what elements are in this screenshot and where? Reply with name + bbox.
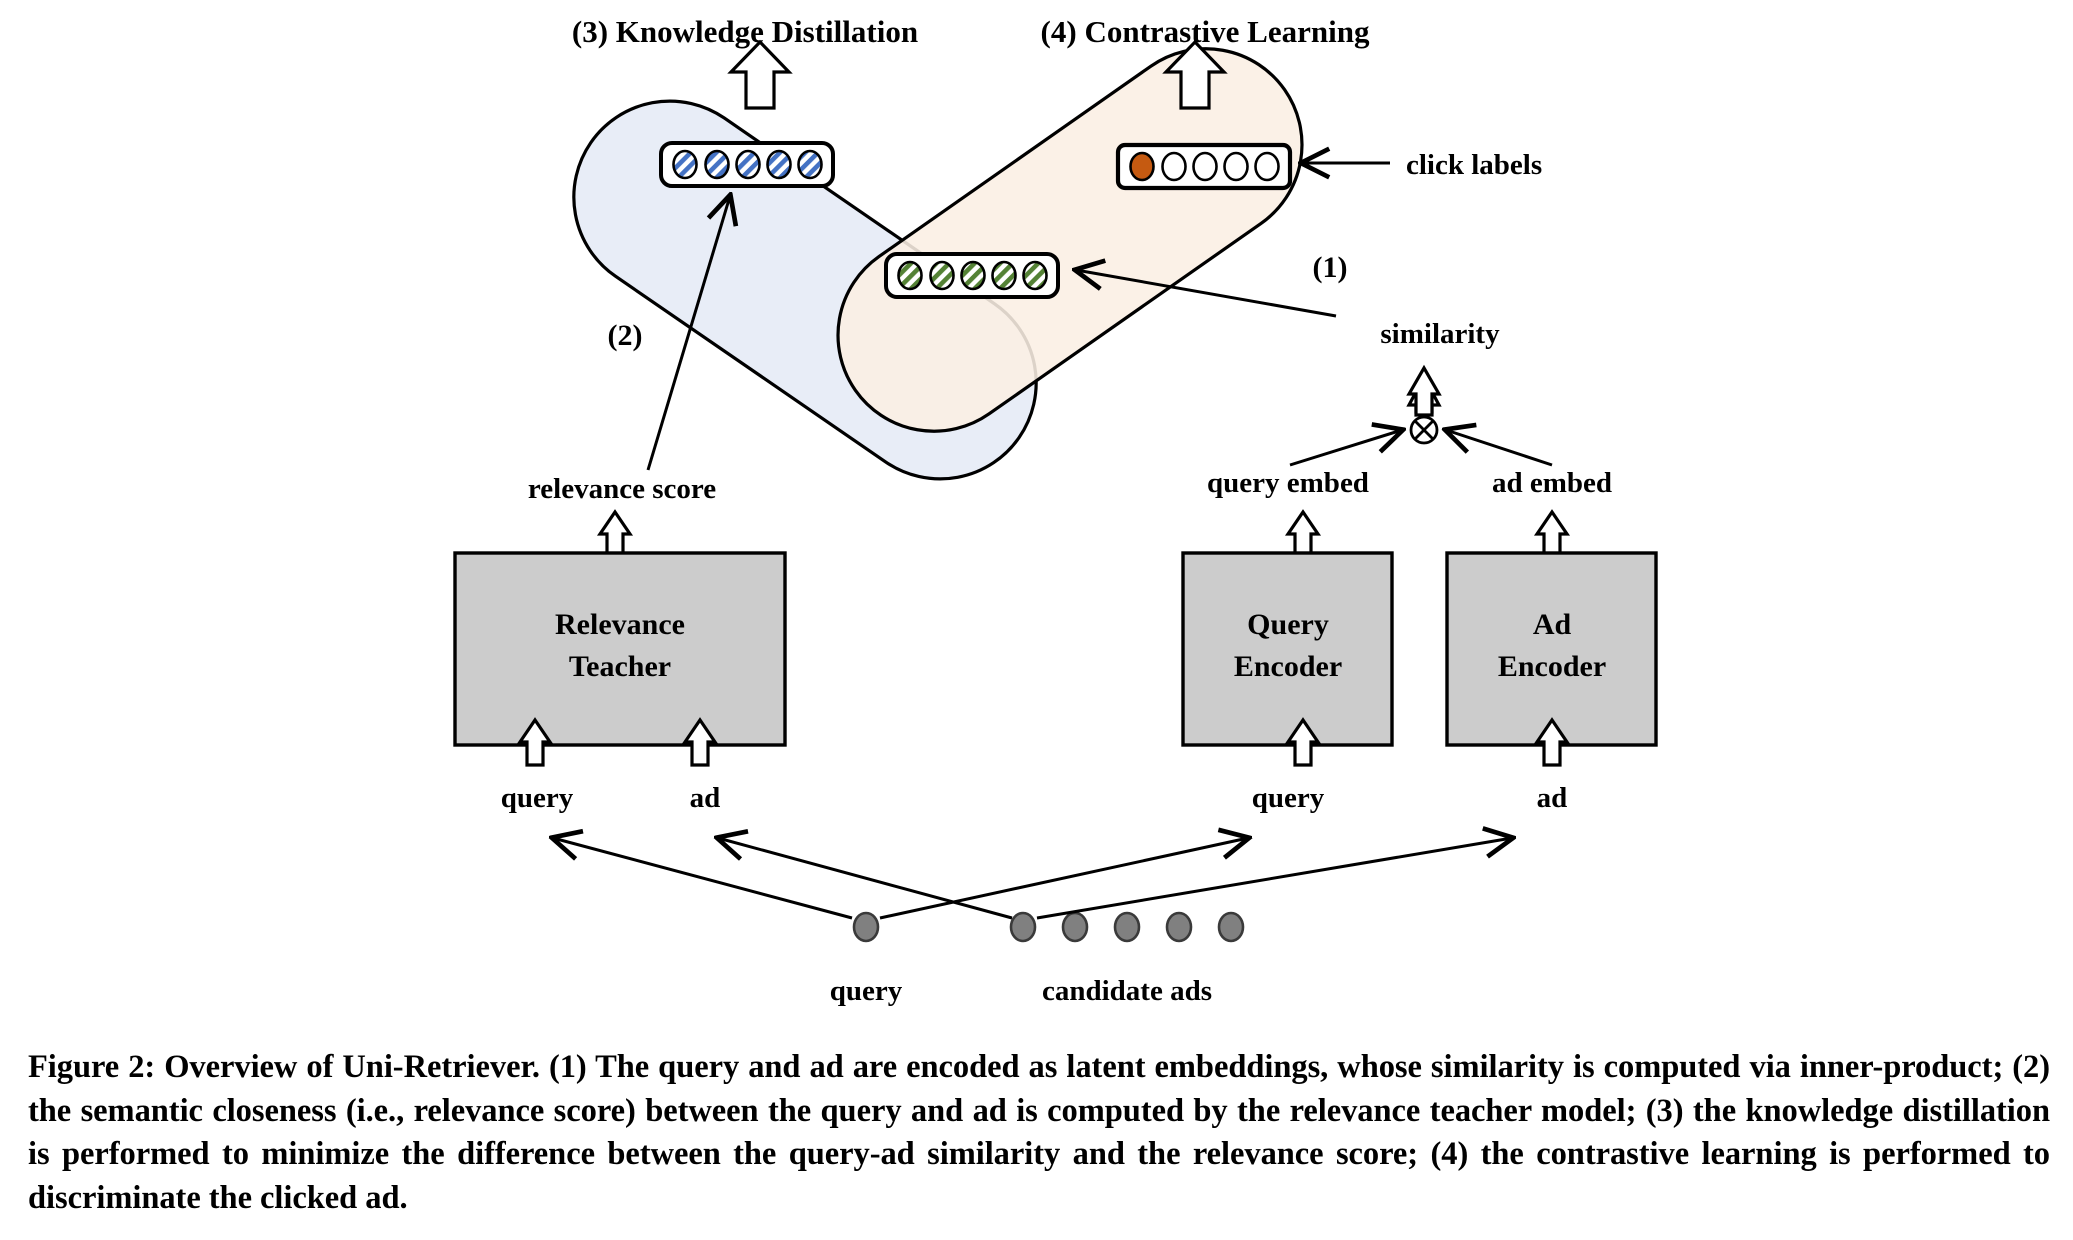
click-label-cell [1254,151,1280,182]
heading-knowledge-distillation: (3) Knowledge Distillation [572,14,918,49]
block-arrow-similarity-out [1406,364,1442,417]
vector-cell [672,149,698,180]
bottom-label-candidate-ads: candidate ads [1042,975,1212,1007]
relevance-teacher-label-line2: Teacher [569,650,671,683]
block-arrow-teacher-query-in [516,717,554,767]
query-encoder-box [1181,551,1394,747]
arrow-query-to-query-encoder [879,838,1248,920]
block-arrow-ad-embed-out [1533,509,1571,558]
similarity-vector [884,252,1060,299]
bottom-label-query: query [830,975,903,1007]
click-label-cell [1161,151,1187,182]
click-label-cell [1192,151,1218,182]
block-arrow-query-embed-out [1284,509,1322,558]
input-label-encoder-ad: ad [1537,782,1568,814]
block-arrow-relevance-out [596,509,634,558]
similarity-pointer [1076,270,1337,318]
relevance-score-vector [659,141,835,188]
ad-embed-to-operator-arrow [1446,430,1553,467]
input-label-teacher-query: query [501,782,574,814]
vector-cell [797,149,823,180]
click-label-vector [1115,142,1293,191]
input-label-encoder-query: query [1252,782,1325,814]
step-marker-1: (1) [1313,251,1348,284]
step-marker-2: (2) [608,319,643,352]
arrow-ad-to-ad-encoder [1036,838,1512,920]
candidate-ad-dot [1165,911,1193,943]
ad-encoder-label-line2: Encoder [1498,650,1606,683]
annotation-click-labels: click labels [1406,149,1542,181]
module-relevance-teacher: Relevance Teacher query ad [453,509,787,814]
annotation-relevance-score: relevance score [528,473,716,505]
inner-product-operator [1409,415,1439,445]
vector-cell [991,260,1017,291]
relevance-teacher-label-line1: Relevance [555,608,685,641]
click-label-cell [1223,151,1249,182]
vector-cell [897,260,923,291]
block-arrow-contrastive-learning [1162,39,1228,110]
figure-caption: Figure 2: Overview of Uni-Retriever. (1)… [28,1049,2050,1217]
query-dot [852,911,880,943]
module-query-encoder: Query Encoder query query embed [1181,467,1394,814]
block-arrow-teacher-ad-in [681,717,719,767]
heading-contrastive-learning: (4) Contrastive Learning [1041,14,1370,49]
vector-cell [1022,260,1048,291]
arrow-query-to-teacher-query [553,838,853,920]
vector-cell [929,260,955,291]
candidate-ad-dot [1217,911,1245,943]
candidate-ad-dot [1009,911,1037,943]
ad-encoder-box [1445,551,1658,747]
block-arrow-knowledge-distillation [727,39,793,110]
query-embed-to-operator-arrow [1289,430,1402,467]
relevance-teacher-box [453,551,787,747]
annotation-ad-embed: ad embed [1492,467,1612,499]
annotation-similarity: similarity [1380,318,1500,350]
uni-retriever-diagram: (3) Knowledge Distillation (4) Contrasti… [453,14,1658,1007]
candidate-ad-dot [1061,911,1089,943]
query-encoder-label-line2: Encoder [1234,650,1342,683]
click-label-cell-clicked [1129,151,1155,182]
arrow-ad-to-teacher-ad [718,838,1013,920]
vector-cell [704,149,730,180]
query-encoder-label-line1: Query [1247,608,1329,641]
annotation-query-embed: query embed [1207,467,1369,499]
module-ad-encoder: Ad Encoder ad ad embed [1445,467,1658,814]
input-label-teacher-ad: ad [690,782,721,814]
block-arrow-ad-in [1533,717,1571,767]
candidate-ad-dot [1113,911,1141,943]
block-arrow-query-in [1284,717,1322,767]
relevance-score-pointer [646,196,730,471]
vector-cell [735,149,761,180]
vector-cell [960,260,986,291]
ad-encoder-label-line1: Ad [1533,608,1572,641]
vector-cell [766,149,792,180]
